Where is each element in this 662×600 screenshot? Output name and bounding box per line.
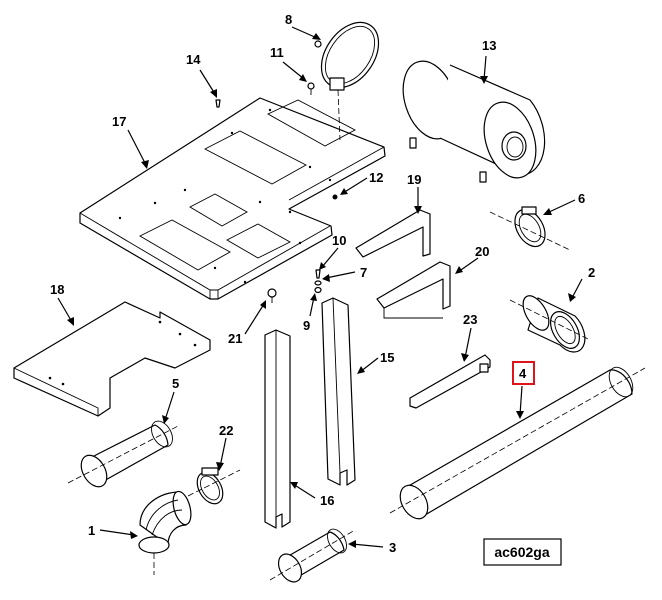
callout-15: 15 bbox=[380, 350, 394, 365]
part-3-small-tube bbox=[269, 528, 356, 583]
callout-16: 16 bbox=[320, 493, 334, 508]
part-21-pin bbox=[267, 288, 277, 303]
part-15-post bbox=[321, 297, 356, 486]
callout-1: 1 bbox=[88, 523, 95, 538]
part-17-top-panel bbox=[79, 97, 386, 300]
part-7-washer bbox=[314, 280, 322, 286]
callout-4: 4 bbox=[519, 366, 527, 381]
callout-7: 7 bbox=[360, 265, 367, 280]
callout-10: 10 bbox=[332, 233, 346, 248]
part-6-hose-clamp bbox=[489, 206, 571, 251]
part-1-elbow bbox=[138, 490, 192, 575]
callout-14: 14 bbox=[186, 52, 201, 67]
part-5-short-tube bbox=[67, 420, 181, 488]
callout-6: 6 bbox=[578, 191, 585, 206]
callout-8: 8 bbox=[285, 12, 292, 27]
part-12-nut bbox=[332, 194, 338, 200]
callout-17: 17 bbox=[112, 114, 126, 129]
callout-9: 9 bbox=[303, 318, 310, 333]
callout-19: 19 bbox=[407, 172, 421, 187]
part-8-clamp-ring bbox=[314, 21, 380, 141]
part-22-hose-clamp bbox=[179, 467, 241, 505]
part-18-base-plate bbox=[13, 301, 211, 417]
part-9-nut bbox=[314, 286, 322, 294]
callout-3: 3 bbox=[389, 540, 396, 555]
part-16-post bbox=[264, 329, 291, 529]
part-14-screw bbox=[215, 99, 221, 108]
highlight-box-4 bbox=[512, 361, 535, 385]
callout-12: 12 bbox=[369, 170, 383, 185]
part-11-bolt bbox=[307, 82, 315, 95]
part-20-bracket bbox=[376, 261, 451, 319]
leader-lines bbox=[57, 26, 583, 548]
callout-21: 21 bbox=[228, 331, 242, 346]
part-10-bolt bbox=[315, 269, 321, 279]
callout-22: 22 bbox=[219, 423, 233, 438]
part-23-strip bbox=[409, 354, 491, 409]
part-19-bracket bbox=[355, 209, 431, 258]
callout-labels: 1 2 3 4 5 6 7 8 9 10 11 12 13 14 15 16 1… bbox=[50, 12, 595, 555]
callout-2: 2 bbox=[588, 265, 595, 280]
part-2-coupler bbox=[509, 295, 591, 353]
callout-18: 18 bbox=[50, 282, 64, 297]
part-4-long-tube bbox=[389, 366, 646, 520]
reference-code: ac602ga bbox=[494, 544, 549, 560]
callout-5: 5 bbox=[172, 376, 179, 391]
reference-code-box: ac602ga bbox=[483, 538, 562, 566]
callout-11: 11 bbox=[270, 45, 284, 60]
callout-23: 23 bbox=[463, 312, 477, 327]
callout-13: 13 bbox=[482, 38, 496, 53]
part-13-cylinder bbox=[402, 60, 546, 183]
callout-20: 20 bbox=[475, 244, 489, 259]
